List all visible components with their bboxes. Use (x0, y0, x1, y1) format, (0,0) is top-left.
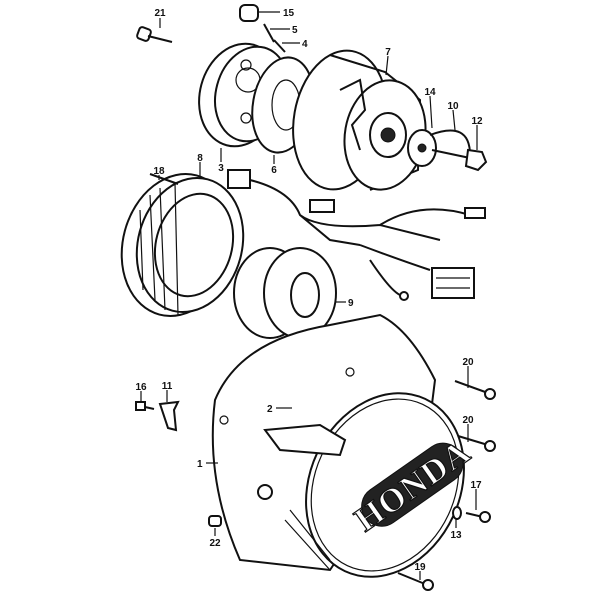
holder-and-bolt (407, 129, 488, 172)
cap-pin-screw (239, 4, 286, 53)
callout-6: 6 (271, 165, 277, 176)
generator-cover: HONDA (211, 313, 478, 578)
callout-17: 17 (470, 480, 482, 491)
bolt-21 (136, 26, 173, 43)
callout-19: 19 (414, 562, 426, 573)
callout-22: 22 (209, 538, 221, 549)
callout-15: 15 (283, 8, 295, 19)
callout-20-upper: 20 (462, 357, 474, 368)
pulse-generator-9 (233, 247, 337, 339)
callout-labels: 21 15 5 4 7 14 10 12 18 8 3 6 9 20 16 11… (135, 8, 483, 573)
callout-8: 8 (197, 153, 203, 164)
callout-11: 11 (162, 381, 173, 392)
field-coil-7 (292, 49, 427, 191)
callout-20-lower: 20 (462, 415, 474, 426)
stator-8 (120, 173, 245, 317)
callout-12: 12 (471, 116, 483, 127)
callout-2: 2 (267, 404, 273, 415)
wiring-harness (227, 169, 486, 301)
callout-16: 16 (135, 382, 147, 393)
callout-leaders (140, 11, 478, 580)
callout-1: 1 (197, 459, 203, 470)
callout-5: 5 (292, 25, 298, 36)
small-fasteners (135, 380, 496, 591)
callout-13: 13 (450, 530, 462, 541)
callout-9: 9 (348, 298, 354, 309)
callout-4: 4 (302, 39, 308, 50)
callout-3: 3 (218, 163, 224, 174)
callout-14: 14 (424, 87, 436, 98)
callout-10: 10 (447, 101, 459, 112)
callout-18: 18 (153, 166, 165, 177)
callout-7: 7 (385, 47, 391, 58)
callout-21: 21 (154, 8, 166, 19)
